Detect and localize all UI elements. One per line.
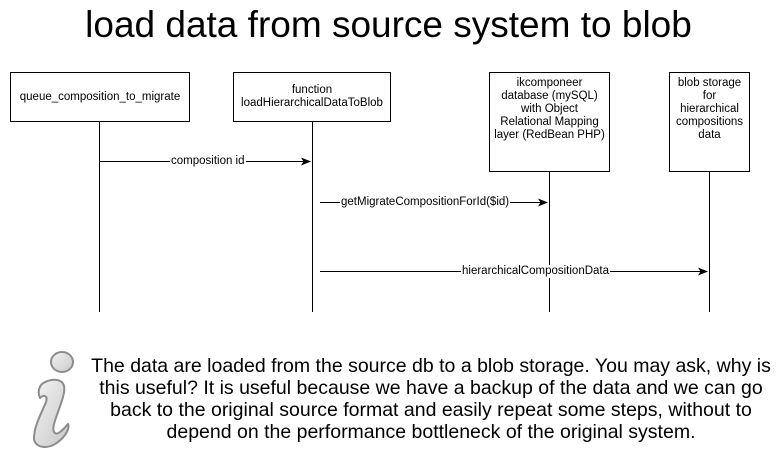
info-icon <box>33 351 74 448</box>
participant-queue-label: queue_composition_to_migrate <box>19 90 181 103</box>
participant-blob: blob storage for hierarchical compositio… <box>669 72 750 172</box>
message-label-hierarchical-data: hierarchicalCompositionData <box>461 265 611 278</box>
participant-queue: queue_composition_to_migrate <box>10 72 190 122</box>
diagram-title: load data from source system to blob <box>85 4 692 45</box>
participant-function-label: function loadHierarchicalDataToBlob <box>241 84 383 109</box>
participant-database-label: ikcomponeer database (mySQL) with Object… <box>494 77 605 141</box>
info-note-text: The data are loaded from the source db t… <box>91 355 771 443</box>
message-label-get-migrate: getMigrateCompositionForId($id) <box>340 196 511 209</box>
message-label-composition-id: composition id <box>170 155 246 168</box>
participant-database: ikcomponeer database (mySQL) with Object… <box>489 72 610 172</box>
participant-function: function loadHierarchicalDataToBlob <box>233 72 391 122</box>
participant-blob-label: blob storage for hierarchical compositio… <box>675 77 744 141</box>
